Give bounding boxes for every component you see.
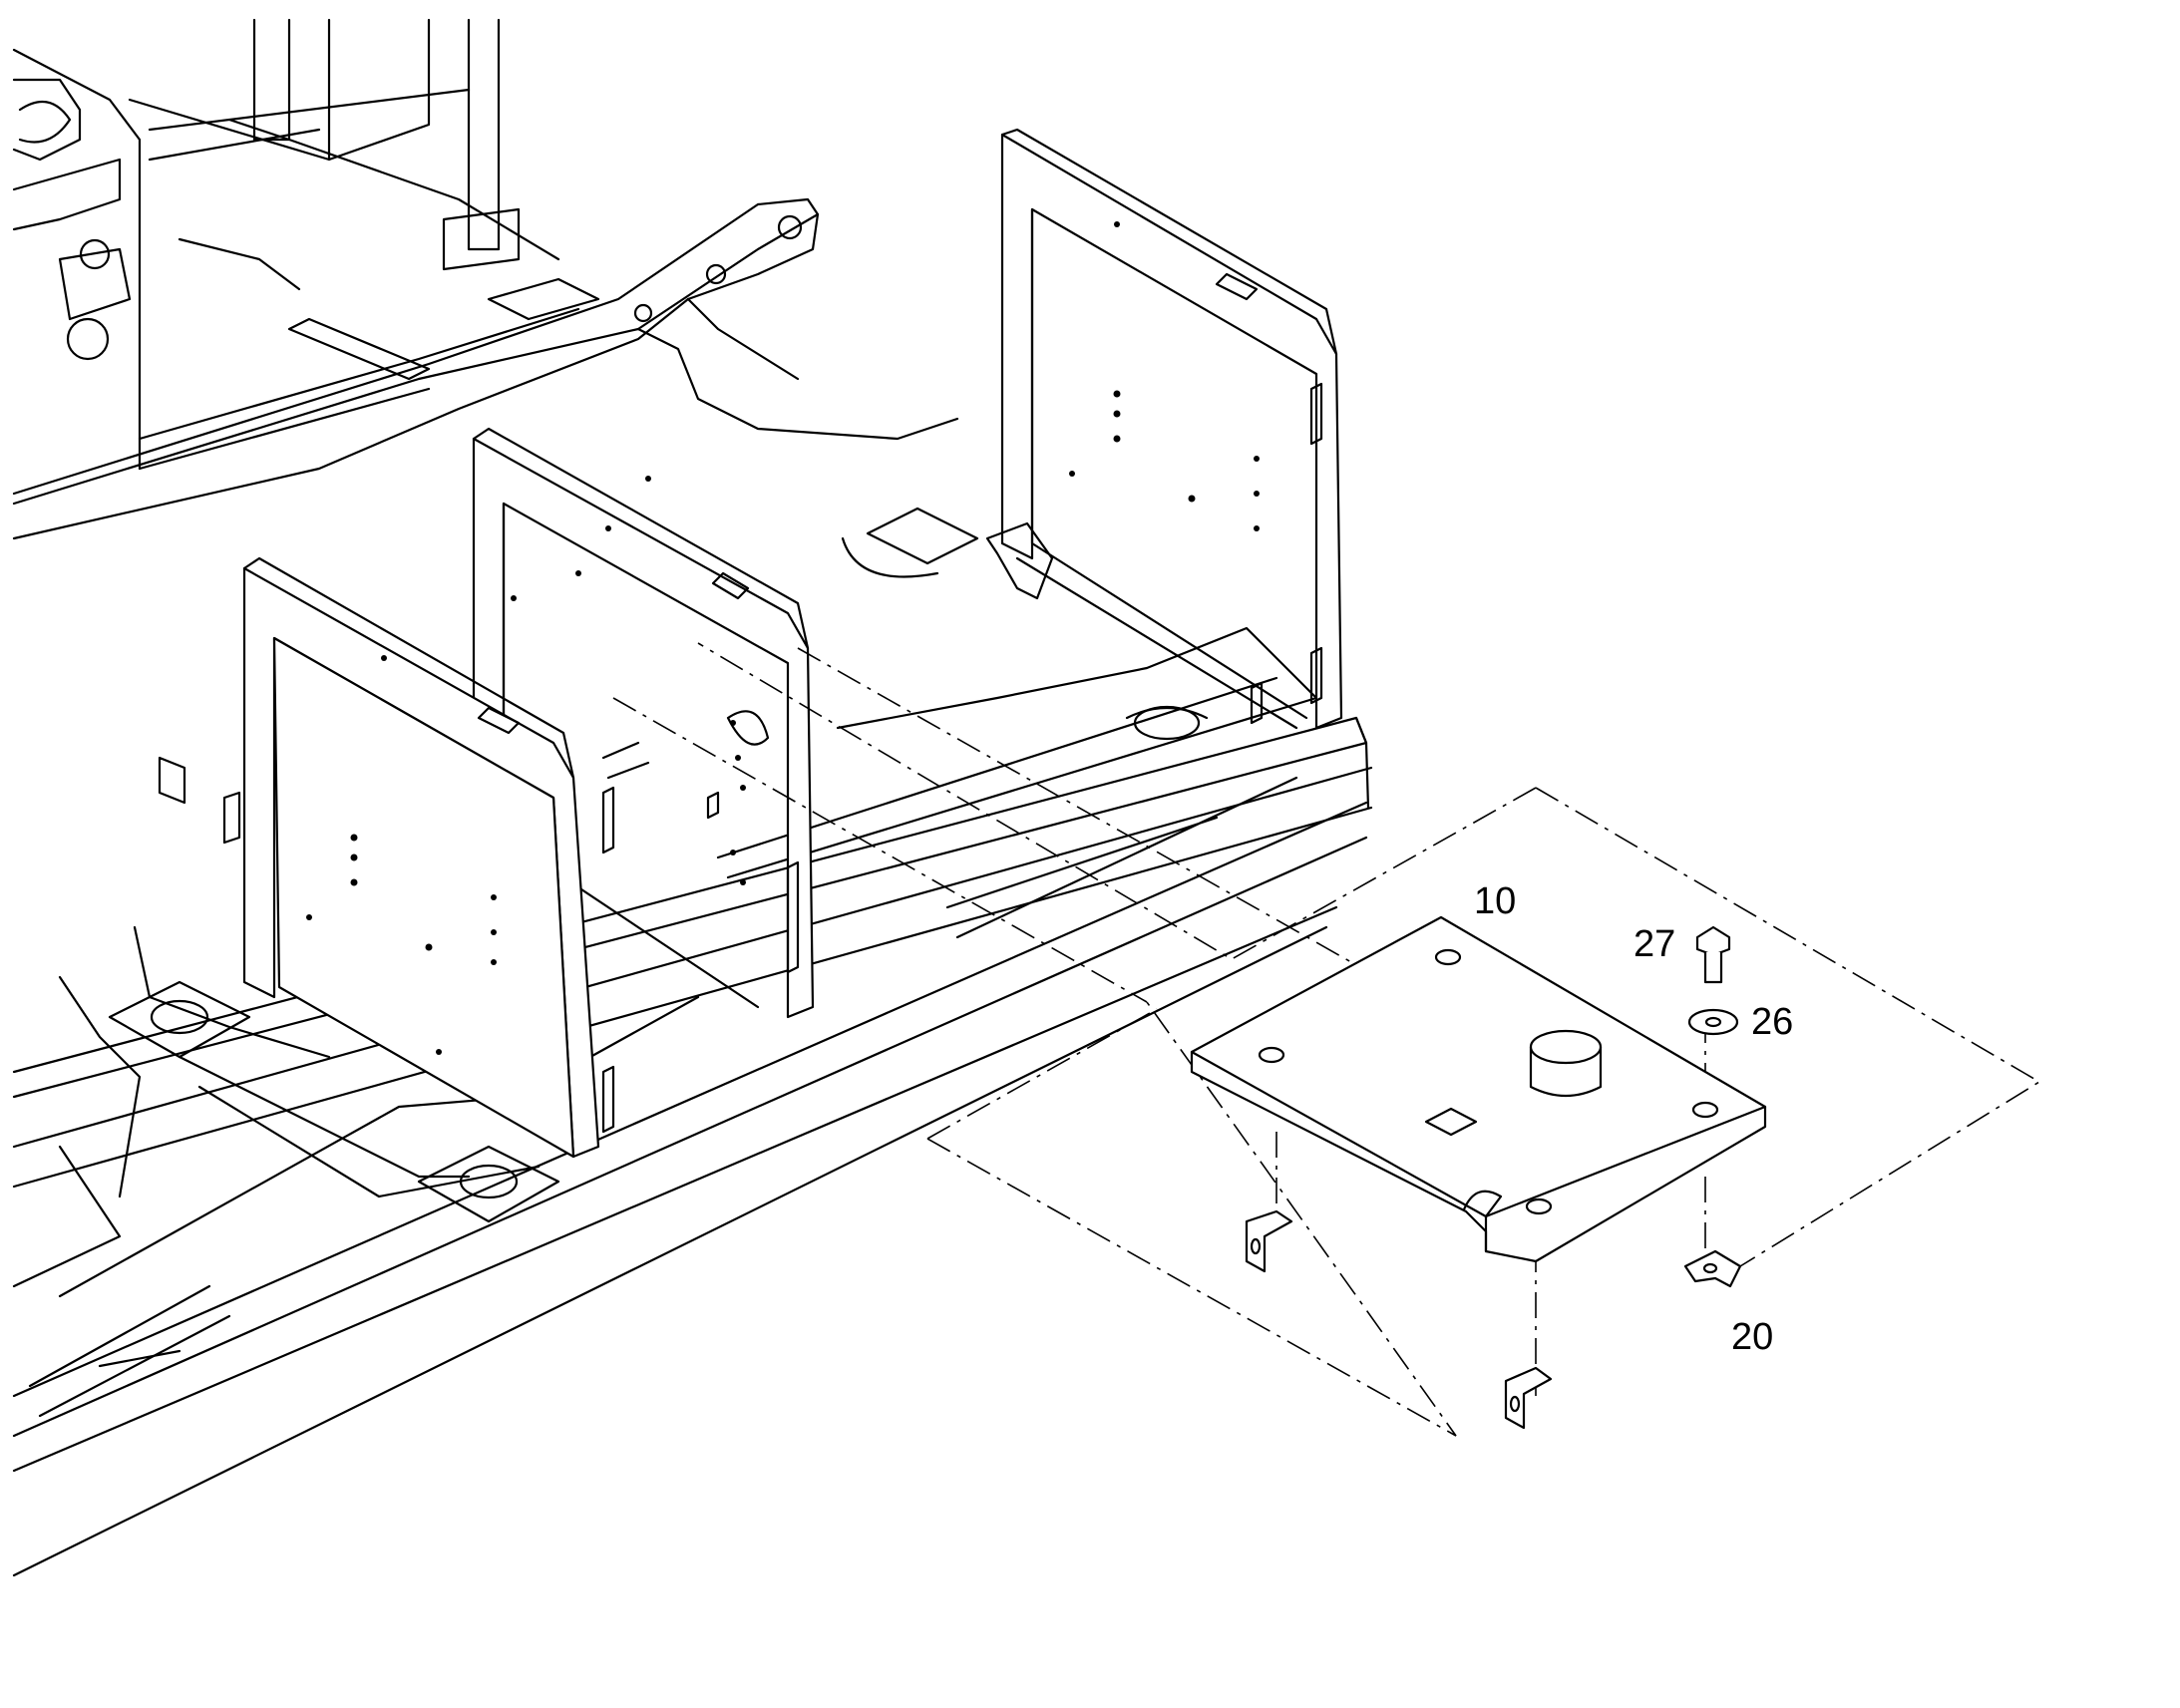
front-upright-panel <box>158 556 615 1159</box>
base-frame <box>12 626 1373 1577</box>
right-upright-panel <box>985 128 1343 730</box>
part-10-mounting-plate <box>1190 915 1767 1263</box>
callout-26: 26 <box>1751 1001 1794 1043</box>
part-26-washer <box>1687 1008 1739 1036</box>
mount-pads <box>108 507 1209 1223</box>
exploded-view-lines <box>612 642 2041 1437</box>
upper-left-machinery <box>12 18 580 471</box>
part-20-brackets <box>1245 1209 1742 1430</box>
callout-10: 10 <box>1474 880 1517 922</box>
callout-20: 20 <box>1731 1316 1774 1358</box>
upper-cross-beam <box>12 197 959 540</box>
part-27-bolt <box>1695 925 1731 984</box>
callout-27: 27 <box>1634 923 1676 965</box>
